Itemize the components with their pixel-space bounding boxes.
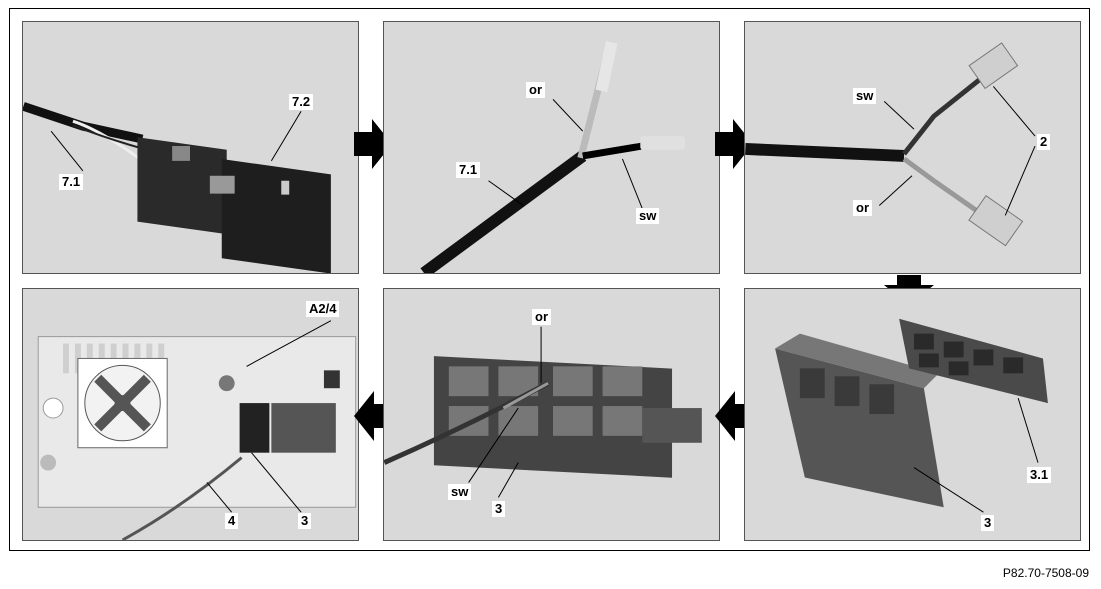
- panel-connector-7-2: 7.1 7.2: [22, 21, 359, 274]
- label-3-1: 3.1: [1027, 467, 1052, 483]
- label-7-1: 7.1: [456, 162, 481, 178]
- figure-code: P82.70-7508-09: [1002, 566, 1089, 580]
- panel-2-illustration: [420, 41, 685, 273]
- panel-1-illustration: [23, 102, 331, 273]
- label-3: 3: [492, 501, 506, 517]
- panel-housing-3-insert-3-1: 3.1 3: [744, 288, 1081, 541]
- arrow-left-icon: [354, 391, 392, 441]
- figure-frame: 7.1 7.2 or 7.1 sw: [9, 8, 1090, 551]
- panel-3-illustration: [745, 42, 1036, 247]
- arrow-left-icon: [715, 391, 753, 441]
- arrow-right-icon: [354, 119, 392, 169]
- label-a2-4: A2/4: [306, 301, 340, 317]
- label-4: 4: [225, 513, 239, 529]
- label-or: or: [853, 200, 872, 216]
- panel-6-illustration: [775, 318, 1048, 513]
- arrow-right-icon: [715, 119, 753, 169]
- panel-housing-insert: or sw 3: [383, 288, 720, 541]
- label-2: 2: [1037, 134, 1051, 150]
- label-sw: sw: [448, 484, 472, 500]
- label-3: 3: [981, 515, 995, 531]
- panel-5-illustration: [384, 326, 702, 498]
- label-or: or: [526, 82, 545, 98]
- label-sw: sw: [853, 88, 877, 104]
- panel-radio-a2-4: A2/4 4 3: [22, 288, 359, 541]
- label-or: or: [532, 309, 551, 325]
- label-7-2: 7.2: [289, 94, 314, 110]
- label-sw: sw: [636, 208, 660, 224]
- panel-wires-or-sw: or 7.1 sw: [383, 21, 720, 274]
- label-3: 3: [298, 513, 312, 529]
- panel-4-illustration: [37, 320, 357, 540]
- label-7-1: 7.1: [59, 174, 84, 190]
- panel-contacts-2: sw 2 or: [744, 21, 1081, 274]
